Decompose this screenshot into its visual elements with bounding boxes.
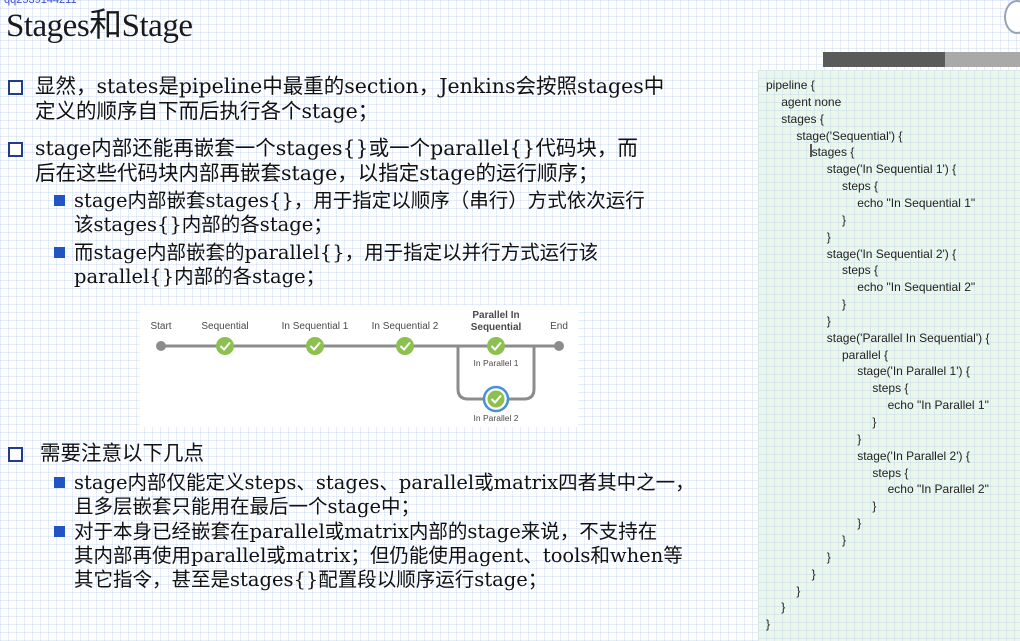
square-bullet-icon <box>8 447 23 462</box>
sub-bullet-3: stage内部仅能定义steps、stages、parallel或matrix四… <box>54 471 695 519</box>
square-bullet-icon <box>8 142 23 157</box>
stage-label-parallel-sequential: Sequential <box>470 322 522 333</box>
code-line: } <box>781 600 786 615</box>
bullet-1-line-1: 显然，states是pipeline中最重的section，Jenkins会按照… <box>35 74 665 98</box>
stage-label-in-sequential-1: In Sequential 1 <box>281 321 349 332</box>
sub-bullet-4-line-1: 对于本身已经嵌套在parallel或matrix内部的stage来说，不支持在 <box>74 520 658 543</box>
code-line: steps { <box>872 465 909 480</box>
start-node <box>156 341 166 351</box>
stage-label-start: Start <box>150 321 172 332</box>
code-line: echo "In Sequential 2" <box>857 280 976 295</box>
square-bullet-icon <box>8 80 23 95</box>
code-line: pipeline { <box>766 78 815 92</box>
text-cursor-icon <box>810 144 812 157</box>
filled-square-icon <box>54 526 65 537</box>
bullet-3: 需要注意以下几点 <box>8 441 204 466</box>
code-line: } <box>842 212 847 227</box>
code-line: echo "In Parallel 1" <box>887 398 989 413</box>
code-line: } <box>826 313 831 328</box>
sub-bullet-4-line-3: 其它指令，甚至是stages{}配置段以顺序运行stage； <box>74 568 548 591</box>
bullet-1-line-2: 定义的顺序自下而后执行各个stage； <box>35 99 379 123</box>
code-line: } <box>872 499 877 514</box>
bullet-2-line-2: 后在这些代码块内部再嵌套stage，以指定stage的运行顺序； <box>35 161 599 185</box>
stage-label-sequential: Sequential <box>201 321 249 332</box>
bullet-2: stage内部还能再嵌套一个stages{}或一个parallel{}代码块，而… <box>8 136 638 186</box>
bullet-2-line-1: stage内部还能再嵌套一个stages{}或一个parallel{}代码块，而 <box>35 136 638 160</box>
in-sequential-1-node[interactable] <box>306 337 324 355</box>
stage-label-in-sequential-2: In Sequential 2 <box>371 321 439 332</box>
code-line: stage('In Sequential 2') { <box>826 246 957 261</box>
end-node <box>554 341 564 351</box>
code-line: steps { <box>842 263 879 278</box>
stage-label-parallel-in: Parallel In <box>472 310 520 321</box>
in-parallel-1-node[interactable] <box>487 337 505 355</box>
sub-bullet-4-line-2: 其内部再使用parallel或matrix；但仍能使用agent、tools和w… <box>74 544 683 567</box>
filled-square-icon <box>54 477 65 488</box>
in-parallel-2-node[interactable] <box>482 385 510 413</box>
sub-bullet-2-line-1: 而stage内部嵌套的parallel{}，用于指定以并行方式运行该 <box>74 241 599 264</box>
sub-bullet-4: 对于本身已经嵌套在parallel或matrix内部的stage来说，不支持在 … <box>54 520 683 592</box>
sub-bullet-1-line-2: 该stages{}内部的各stage； <box>74 213 333 236</box>
decor-bar-light <box>945 52 1020 67</box>
code-line: } <box>766 617 771 632</box>
code-panel: pipeline { agent none stages { stage('Seque… <box>758 70 1020 641</box>
code-line: agent none <box>781 94 842 109</box>
pipeline-graph <box>156 337 564 413</box>
bullet-3-line-1: 需要注意以下几点 <box>40 441 204 465</box>
code-line: } <box>857 516 862 531</box>
code-line: stage('Sequential') { <box>796 128 903 143</box>
sub-bullet-3-line-1: stage内部仅能定义steps、stages、parallel或matrix四… <box>74 471 695 494</box>
in-sequential-2-node[interactable] <box>396 337 414 355</box>
code-line: steps { <box>872 381 909 396</box>
code-line: steps { <box>842 179 879 194</box>
code-line: stage('In Parallel 1') { <box>857 364 970 379</box>
watermark: qq2539144211 <box>4 0 77 6</box>
code-line: stage('In Parallel 2') { <box>857 448 970 463</box>
sub-bullet-1-line-1: stage内部嵌套stages{}，用于指定以顺序（串行）方式依次运行 <box>74 189 645 212</box>
code-line: stages { <box>781 111 824 126</box>
code-line: echo "In Parallel 2" <box>887 482 989 497</box>
sub-bullet-3-line-2: 且多层嵌套只能用在最后一个stage中； <box>74 495 420 518</box>
sub-bullet-1: stage内部嵌套stages{}，用于指定以顺序（串行）方式依次运行 该sta… <box>54 189 645 237</box>
code-line: } <box>826 549 831 564</box>
code-line: } <box>857 431 862 446</box>
code-line: stages { <box>811 145 855 160</box>
branch-label-in-parallel-1: In Parallel 1 <box>473 358 519 368</box>
code-line: } <box>796 583 801 598</box>
decor-bar-dark <box>823 52 945 67</box>
code-line: } <box>811 566 816 581</box>
code-line: } <box>842 297 847 312</box>
filled-square-icon <box>54 195 65 206</box>
code-line: } <box>842 532 847 547</box>
sub-bullet-2-line-2: parallel{}内部的各stage； <box>74 265 326 288</box>
code-line: stage('Parallel In Sequential') { <box>826 330 990 345</box>
pipeline-diagram: Start Sequential In Sequential 1 In Sequ… <box>140 305 578 427</box>
code-line: } <box>872 415 877 429</box>
bullet-1: 显然，states是pipeline中最重的section，Jenkins会按照… <box>8 74 664 124</box>
corner-circle-button[interactable] <box>1004 0 1020 34</box>
slide-title: Stages和Stage <box>6 8 193 44</box>
sequential-node[interactable] <box>216 337 234 355</box>
code-line: echo "In Sequential 1" <box>857 195 976 210</box>
branch-label-in-parallel-2: In Parallel 2 <box>473 413 519 423</box>
code-line: } <box>826 229 831 244</box>
stage-label-end: End <box>550 321 568 332</box>
sub-bullet-2: 而stage内部嵌套的parallel{}，用于指定以并行方式运行该 paral… <box>54 241 598 289</box>
code-line: stage('In Sequential 1') { <box>826 162 957 177</box>
filled-square-icon <box>54 247 65 258</box>
code-line: parallel { <box>842 347 889 362</box>
